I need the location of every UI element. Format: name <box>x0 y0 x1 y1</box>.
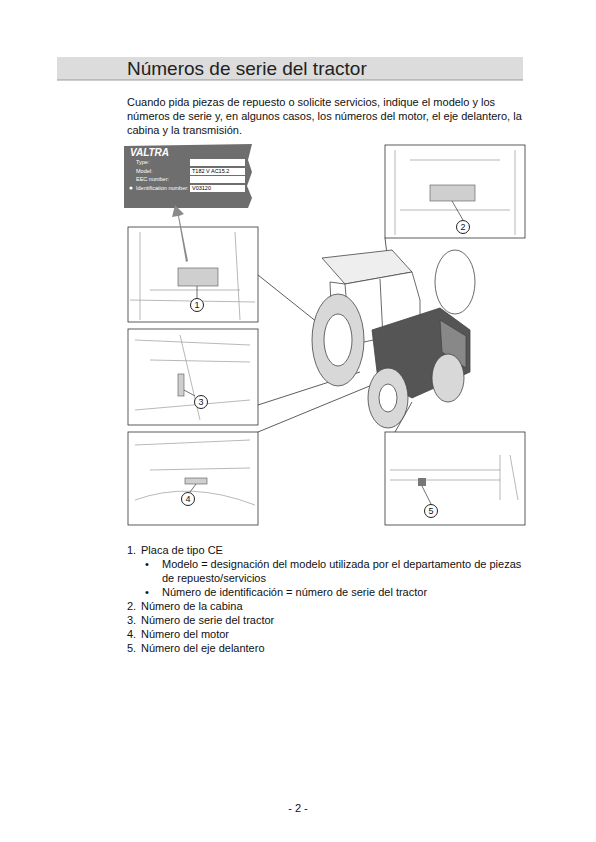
leader-line <box>258 385 372 432</box>
plate-text: VALTRA <box>130 147 169 158</box>
list-text: 1. <box>127 543 141 557</box>
number-plate <box>418 478 426 486</box>
callout-number: 2 <box>456 220 470 234</box>
detail-panels <box>128 145 525 525</box>
wheel-hub <box>324 314 352 366</box>
list-text: Número de identificación = número de ser… <box>162 585 524 599</box>
title-rule <box>57 80 523 81</box>
list-text: 3. <box>127 613 141 627</box>
sketch-line <box>135 335 250 420</box>
callout-leader <box>452 201 463 220</box>
plate-field <box>190 168 245 175</box>
pointer-arrow <box>172 205 188 262</box>
plate-text: Identification number: <box>136 185 189 191</box>
callout-leader <box>197 286 198 298</box>
number-plate <box>178 268 218 286</box>
wheel-hub <box>379 384 397 412</box>
list-text: Placa de tipo CE <box>141 543 521 557</box>
callout-number: 5 <box>424 504 438 518</box>
intro-paragraph: Cuando pida piezas de repuesto o solicit… <box>127 95 527 137</box>
callout-text: 1 <box>194 300 199 310</box>
panel-detail-lines <box>130 150 518 505</box>
page-number: - 2 - <box>268 801 328 815</box>
sketch-line <box>390 455 518 500</box>
plate-fields <box>129 159 245 192</box>
list-text: Número del motor <box>141 627 521 641</box>
detail-panel <box>128 432 258 525</box>
list-text: • <box>145 585 157 599</box>
rear-wheel <box>435 250 475 314</box>
plate-field <box>190 159 245 166</box>
callout-text: 5 <box>428 506 433 516</box>
detail-panel <box>128 227 258 322</box>
callout-number: 3 <box>194 395 208 409</box>
title-band <box>57 57 523 80</box>
detail-panel <box>385 145 525 238</box>
rivet <box>129 186 132 189</box>
list-text: Número del eje delantero <box>141 641 521 655</box>
page-title: Números de serie del tractor <box>127 58 367 80</box>
list-text: 4. <box>127 627 141 641</box>
plate-field <box>190 185 245 192</box>
sketch-line <box>395 150 515 235</box>
callout-leaders <box>184 201 463 504</box>
list-text: Modelo = designación del modelo utilizad… <box>162 557 524 585</box>
callout-text: 2 <box>460 222 465 232</box>
callout-number: 1 <box>190 298 204 312</box>
plate-text: T182 V AC15.2 <box>192 168 229 174</box>
plate-text: V03120 <box>192 185 211 191</box>
front-wheel <box>432 354 464 402</box>
plate-text: Model: <box>136 168 153 174</box>
callout-leader <box>184 390 195 396</box>
callout-text: 4 <box>185 494 190 504</box>
front-wheel <box>368 368 408 428</box>
detail-panel <box>385 432 525 525</box>
sketch-line <box>130 232 255 320</box>
plate-text: EEC number: <box>136 176 169 182</box>
list-text: 2. <box>127 599 141 613</box>
callout-text: 3 <box>198 397 203 407</box>
number-plate <box>430 185 475 201</box>
plate-field <box>190 176 245 183</box>
list-text: 5. <box>127 641 141 655</box>
detail-panel <box>128 329 258 425</box>
sketch-line <box>135 440 255 505</box>
number-plate <box>185 478 207 484</box>
callout-leader <box>422 486 431 504</box>
type-plate <box>124 144 252 208</box>
list-text: • <box>145 557 157 571</box>
list-text: Número de serie del tractor <box>141 613 521 627</box>
callout-leader <box>190 484 196 492</box>
rear-wheel <box>312 294 364 386</box>
list-text: Número de la cabina <box>141 599 521 613</box>
type-plate-label: VALTRAType: Model: T182 V AC15.2EEC number… <box>124 144 252 208</box>
number-plate <box>178 374 184 396</box>
number-plates <box>178 185 475 486</box>
tractor <box>312 250 475 428</box>
plate-text: Type: <box>136 159 149 165</box>
callout-number: 4 <box>181 492 195 506</box>
arrow-shape <box>172 205 188 262</box>
